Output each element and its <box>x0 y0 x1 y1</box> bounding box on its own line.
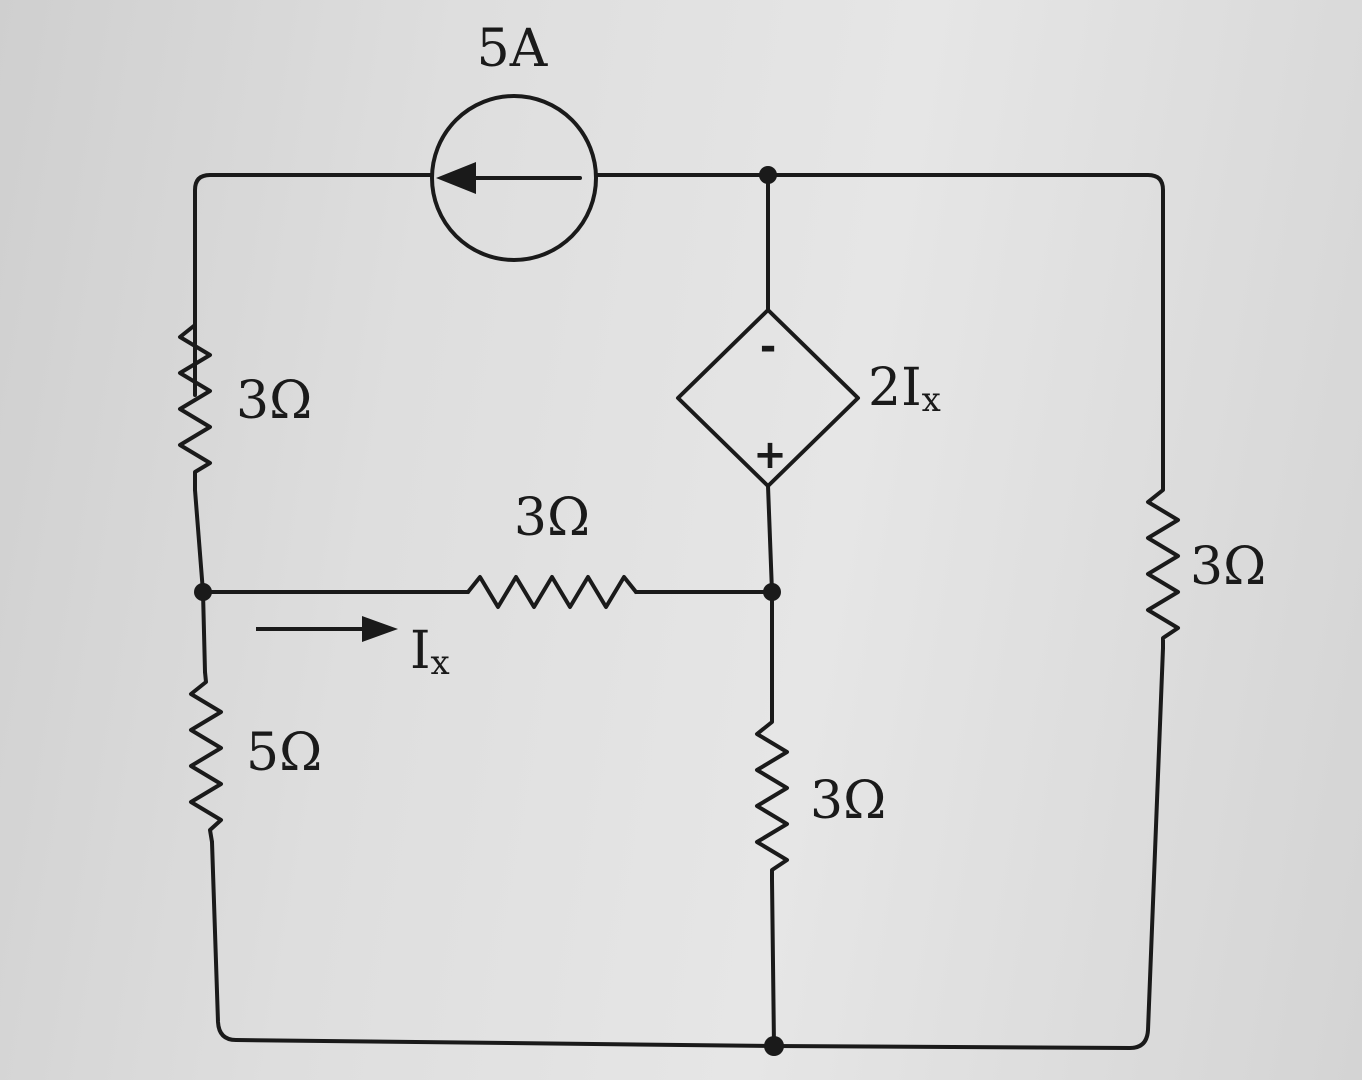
current-indicator-label: Ix <box>410 621 450 683</box>
node-top-junction <box>759 166 777 184</box>
current-source: 5A <box>430 19 598 262</box>
current-source-arrow-icon <box>436 162 476 194</box>
resistor-right-label: 3Ω <box>1190 537 1266 597</box>
resistor-left-lower: 5Ω <box>189 670 322 844</box>
resistor-center-lower-label: 3Ω <box>810 771 886 831</box>
wire-top-left <box>193 173 434 397</box>
dependent-source-label: 2Ix <box>868 358 941 420</box>
node-left-junction <box>194 583 212 601</box>
wire-right-bottom <box>772 646 1165 1050</box>
resistor-left-upper: 3Ω <box>178 298 312 492</box>
wire-top-right <box>594 173 1165 482</box>
resistor-middle-label: 3Ω <box>514 488 590 548</box>
resistor-middle: 3Ω <box>466 488 638 609</box>
current-source-circle <box>430 94 598 262</box>
resistor-left-upper-label: 3Ω <box>236 371 312 431</box>
current-source-label: 5A <box>477 19 549 79</box>
resistor-right: 3Ω <box>1146 478 1266 650</box>
resistor-left-lower-label: 5Ω <box>246 723 322 783</box>
dependent-source: - + 2Ix <box>676 308 941 488</box>
resistor-center-lower: 3Ω <box>755 710 886 882</box>
dependent-source-plus: + <box>753 432 787 478</box>
current-arrow-icon <box>362 616 398 642</box>
wire-center-bottom <box>770 878 776 1048</box>
dependent-source-minus: - <box>760 324 777 370</box>
wire-dep-to-mid <box>766 484 774 594</box>
wire-left-mid <box>193 488 205 594</box>
wire-left-bottom <box>210 840 776 1048</box>
current-indicator: Ix <box>256 616 450 683</box>
node-bottom-junction <box>764 1036 784 1056</box>
wire-left-to-5ohm <box>201 590 207 674</box>
node-center-junction <box>763 583 781 601</box>
